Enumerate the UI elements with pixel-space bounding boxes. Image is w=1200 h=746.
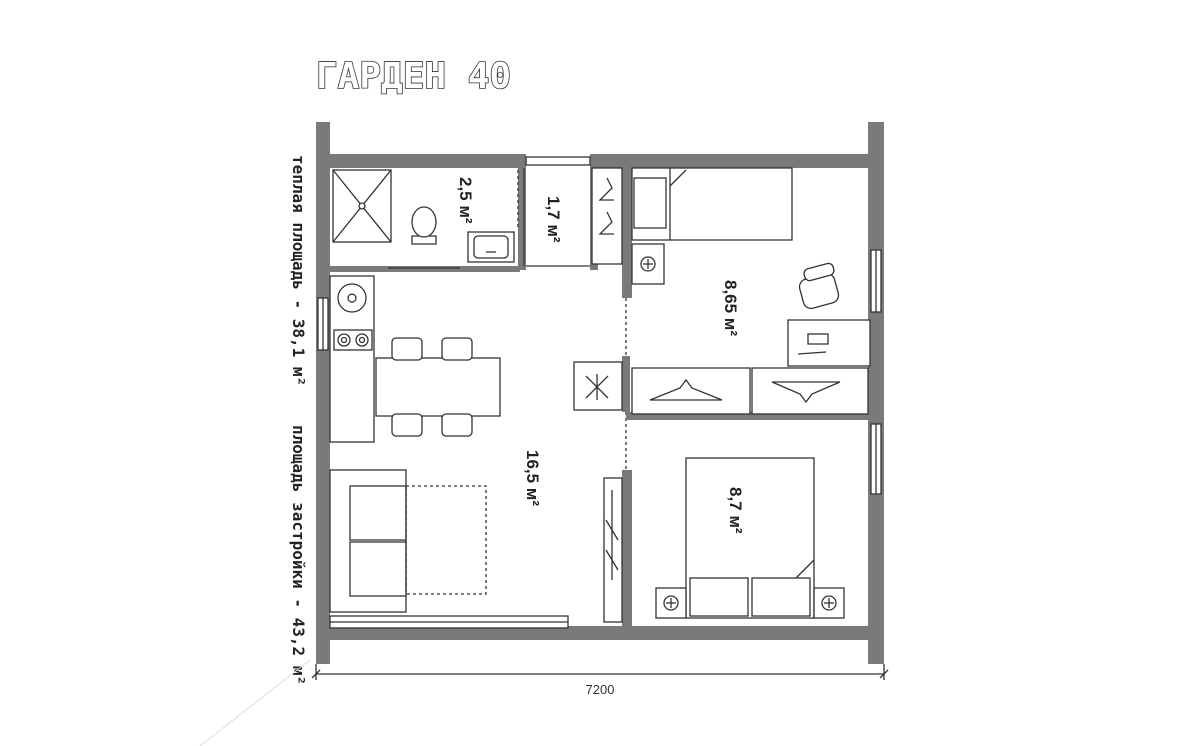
plan-title: ГАРДЕН 40 xyxy=(316,56,511,97)
dimension-line xyxy=(311,664,889,680)
room-area-bedroom-large: 8,7 м² xyxy=(726,487,745,534)
bedroom-large xyxy=(655,457,845,619)
desk-chair-icon xyxy=(798,262,840,309)
room-area-bedroom-small: 8,65 м² xyxy=(721,280,740,336)
fridge-icon xyxy=(573,361,623,411)
toilet-icon xyxy=(411,206,437,245)
desk xyxy=(787,319,871,367)
construction-line xyxy=(199,659,311,746)
washbasin-icon xyxy=(467,231,515,263)
room-area-bathroom: 2,5 м² xyxy=(456,177,475,224)
single-bed xyxy=(631,167,793,241)
width-dimension-label: 7200 xyxy=(586,682,615,697)
warm-area-label: теплая площадь - 38,1 м² xyxy=(289,155,308,386)
hall-wardrobe xyxy=(591,167,623,265)
shower-drain-icon xyxy=(358,202,366,210)
sliding-door xyxy=(603,477,623,623)
bathroom xyxy=(332,169,519,263)
nightstand-right-icon xyxy=(813,587,845,619)
nightstand-lamp-icon xyxy=(631,243,665,285)
bedroom-small xyxy=(631,167,871,367)
dining-table xyxy=(375,357,501,417)
cooktop-icon xyxy=(333,329,373,351)
double-bed xyxy=(685,457,815,619)
nightstand-left-icon xyxy=(655,587,687,619)
chair-icon xyxy=(391,337,473,437)
bedroom-wardrobes xyxy=(631,367,869,415)
room-area-living: 16,5 м² xyxy=(523,450,542,506)
exterior-walls xyxy=(316,122,884,664)
room-area-hall: 1,7 м² xyxy=(544,196,563,243)
living-kitchen xyxy=(329,275,623,623)
built-area-label: площадь застройки - 43,2 м² xyxy=(289,425,308,685)
sink-icon xyxy=(337,283,367,313)
sofa xyxy=(329,469,487,613)
